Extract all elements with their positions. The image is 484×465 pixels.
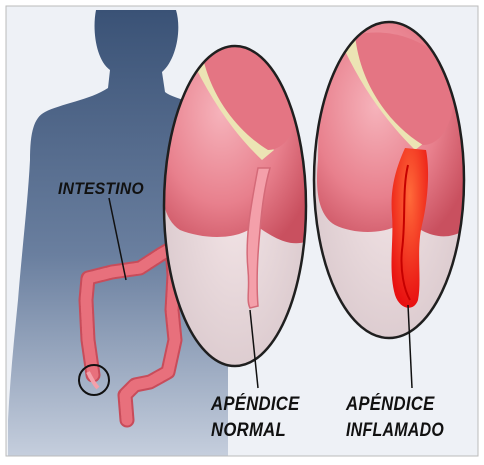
intestine-label: INTESTINO [58, 180, 144, 197]
inflamed-appendix-label-line2: INFLAMADO [346, 421, 444, 440]
normal-appendix-label-line1: APÉNDICE [211, 395, 300, 414]
normal-appendix-label-line2: NORMAL [211, 421, 286, 440]
inset-inflamed-appendix [314, 20, 465, 338]
inflamed-appendix-label-line1: APÉNDICE [346, 395, 435, 414]
